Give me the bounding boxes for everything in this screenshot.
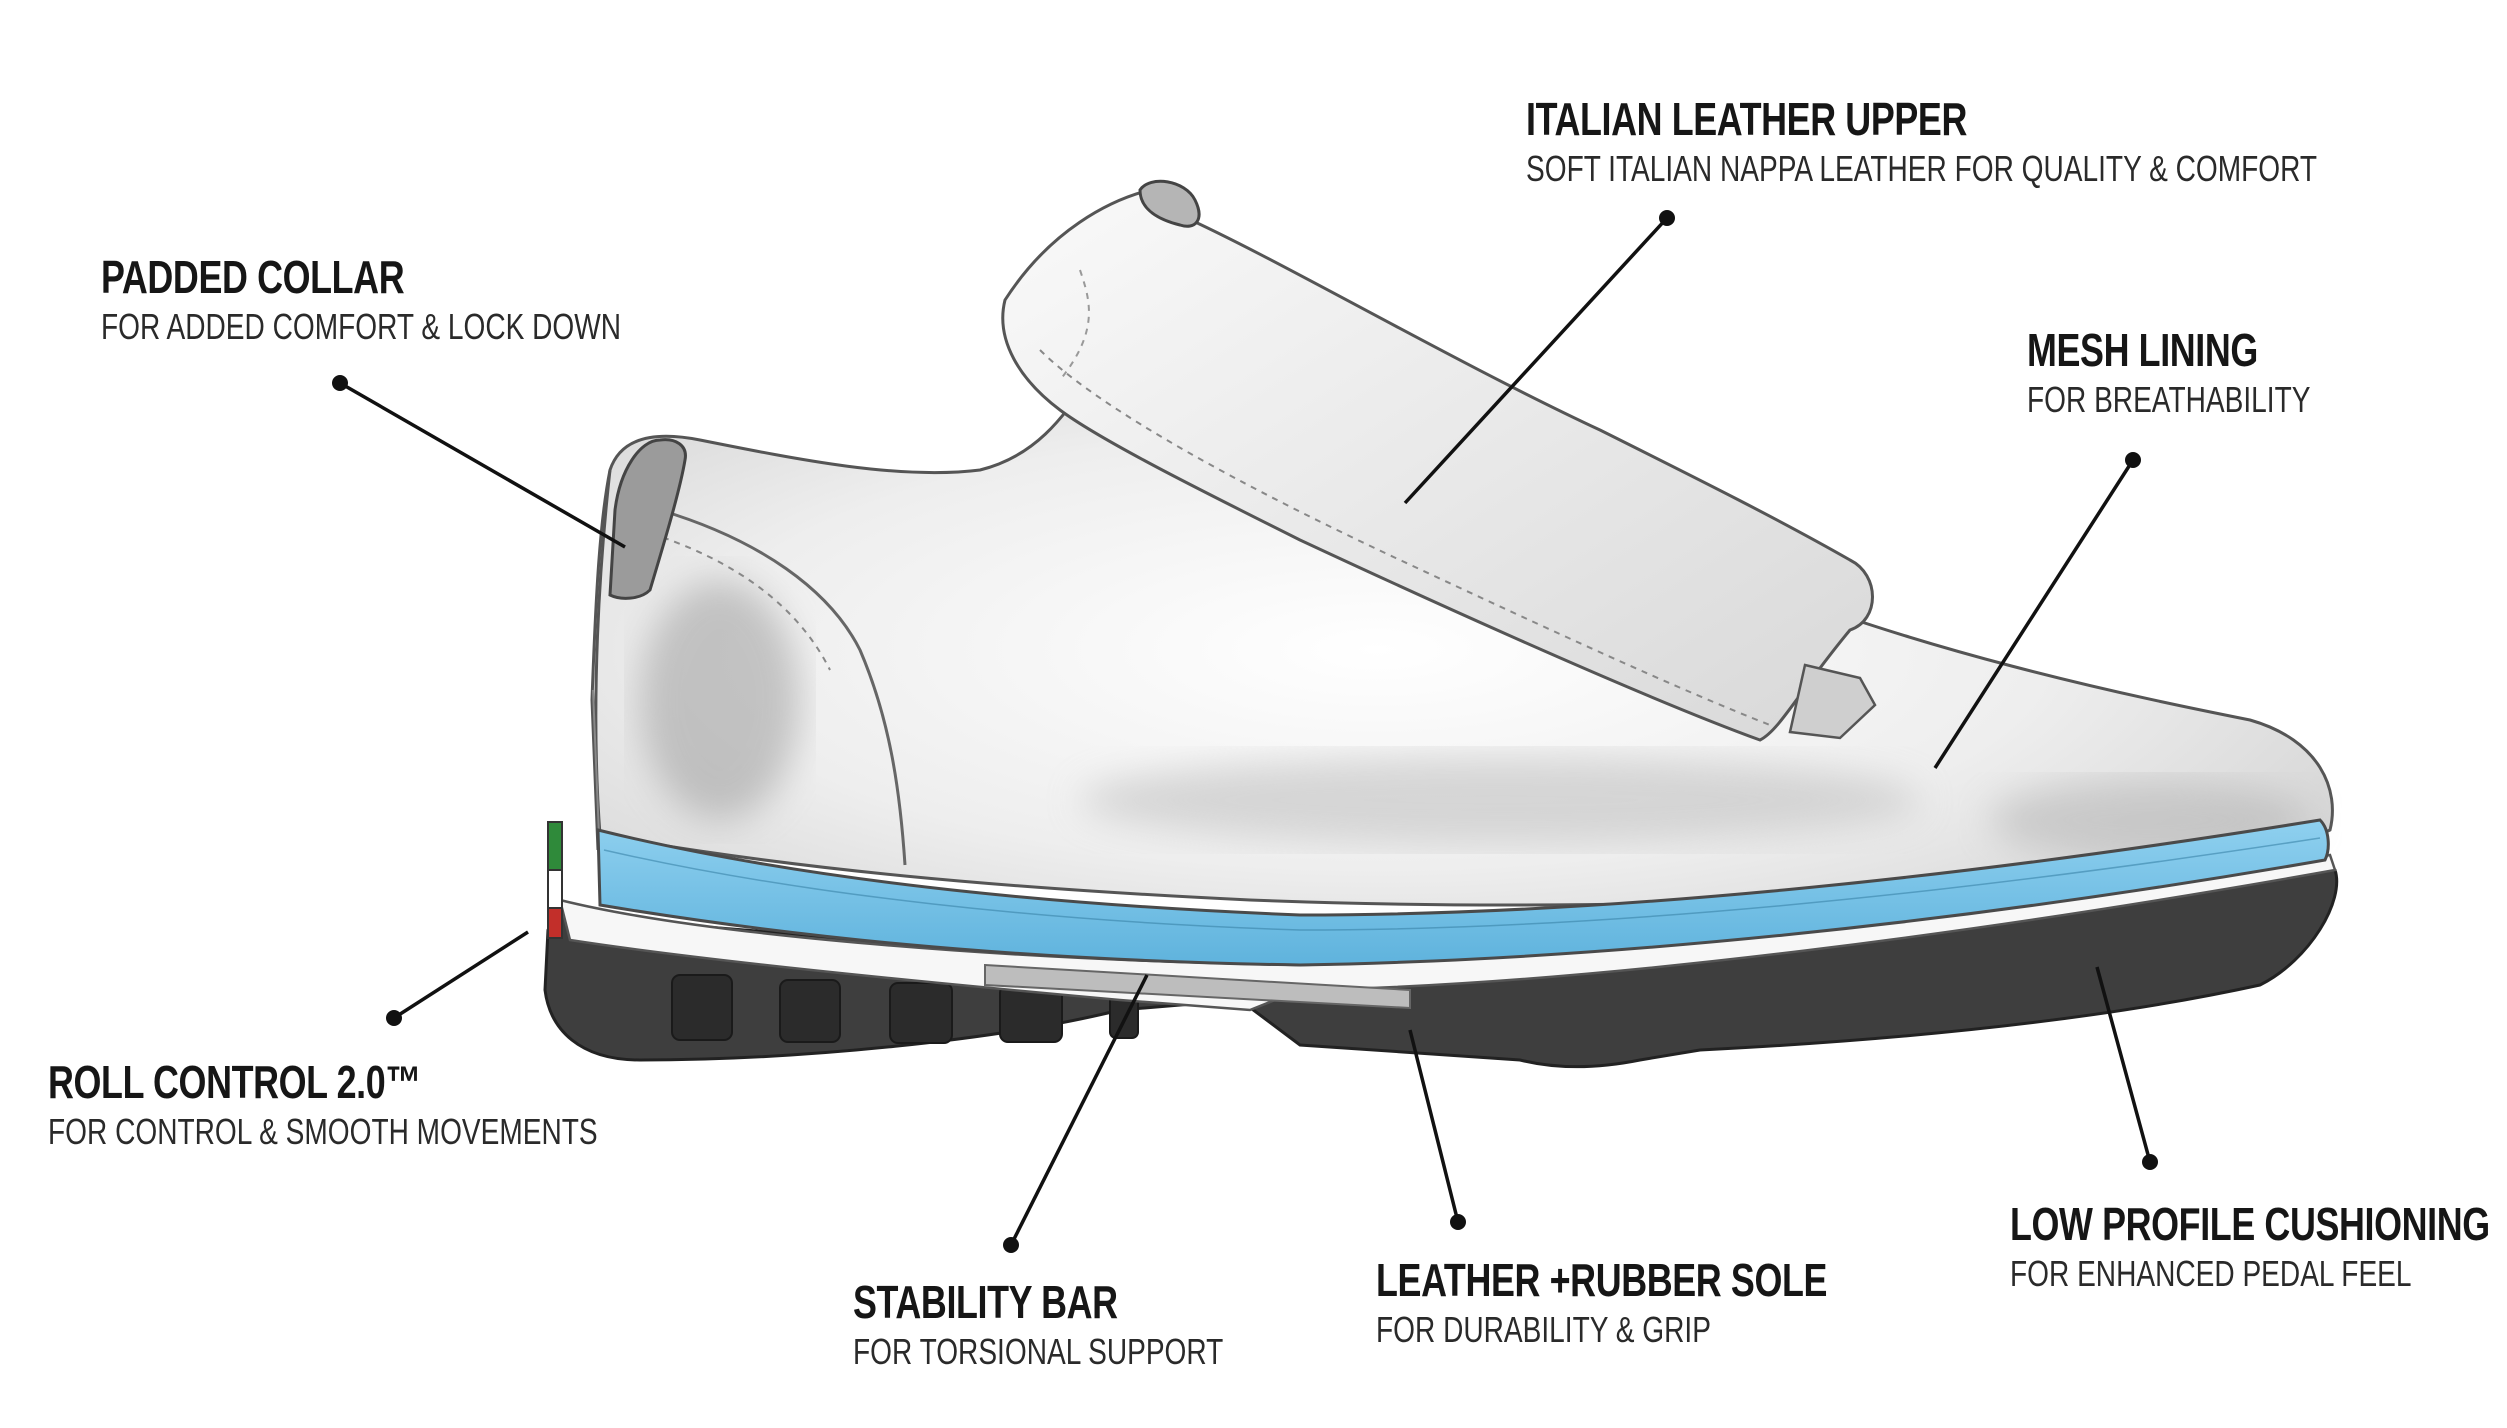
stability-bar-plate bbox=[984, 963, 1411, 1010]
callout-padded-collar: PADDED COLLAR FOR ADDED COMFORT & LOCK D… bbox=[101, 250, 768, 350]
callout-subtitle: FOR BREATHABILITY bbox=[2027, 379, 2311, 420]
callout-stability-bar: STABILITY BAR FOR TORSIONAL SUPPORT bbox=[853, 1275, 1328, 1375]
heel-counter-seam bbox=[659, 508, 907, 866]
tongue-tab bbox=[1788, 663, 1877, 740]
callout-title: LOW PROFILE CUSHIONING bbox=[2010, 1198, 2490, 1250]
italian-flag-tab bbox=[547, 821, 563, 939]
leader-lines bbox=[332, 210, 2158, 1253]
callout-title: STABILITY BAR bbox=[853, 1276, 1118, 1328]
callout-low-profile-cushioning: LOW PROFILE CUSHIONING FOR ENHANCED PEDA… bbox=[2010, 1197, 2507, 1297]
callout-title: LEATHER +RUBBER SOLE bbox=[1376, 1254, 1828, 1306]
callout-subtitle: FOR ADDED COMFORT & LOCK DOWN bbox=[101, 306, 622, 347]
outsole-lugs bbox=[671, 974, 1139, 1044]
callout-subtitle: FOR DURABILITY & GRIP bbox=[1376, 1309, 1711, 1350]
leader-mesh-lining bbox=[1933, 452, 2141, 769]
padded-collar-shape bbox=[608, 438, 687, 600]
callout-title: ITALIAN LEATHER UPPER bbox=[1526, 93, 1967, 145]
leader-leather-rubber-sole bbox=[1408, 1029, 1466, 1230]
callout-title: MESH LINING bbox=[2027, 324, 2258, 376]
callout-italian-leather-upper: ITALIAN LEATHER UPPER SOFT ITALIAN NAPPA… bbox=[1526, 92, 2507, 192]
shoe-upper bbox=[594, 336, 2334, 907]
callout-subtitle: SOFT ITALIAN NAPPA LEATHER FOR QUALITY &… bbox=[1526, 148, 2318, 189]
leader-roll-control bbox=[386, 930, 529, 1026]
leader-stability-bar bbox=[1003, 974, 1149, 1253]
callout-subtitle: FOR TORSIONAL SUPPORT bbox=[853, 1331, 1224, 1372]
foam-footbed bbox=[596, 818, 2330, 967]
callout-mesh-lining: MESH LINING FOR BREATHABILITY bbox=[2027, 323, 2390, 423]
leader-padded-collar bbox=[332, 375, 626, 549]
callout-leather-rubber-sole: LEATHER +RUBBER SOLE FOR DURABILITY & GR… bbox=[1376, 1253, 1954, 1353]
callout-title: ROLL CONTROL 2.0™ bbox=[48, 1056, 421, 1108]
leader-italian-leather-upper bbox=[1403, 210, 1675, 505]
callout-roll-control: ROLL CONTROL 2.0™ FOR CONTROL & SMOOTH M… bbox=[48, 1055, 753, 1155]
leader-low-profile-cushioning bbox=[2095, 966, 2158, 1170]
callout-title: PADDED COLLAR bbox=[101, 251, 405, 303]
callout-subtitle: FOR ENHANCED PEDAL FEEL bbox=[2010, 1253, 2412, 1294]
callout-subtitle: FOR CONTROL & SMOOTH MOVEMENTS bbox=[48, 1111, 598, 1152]
